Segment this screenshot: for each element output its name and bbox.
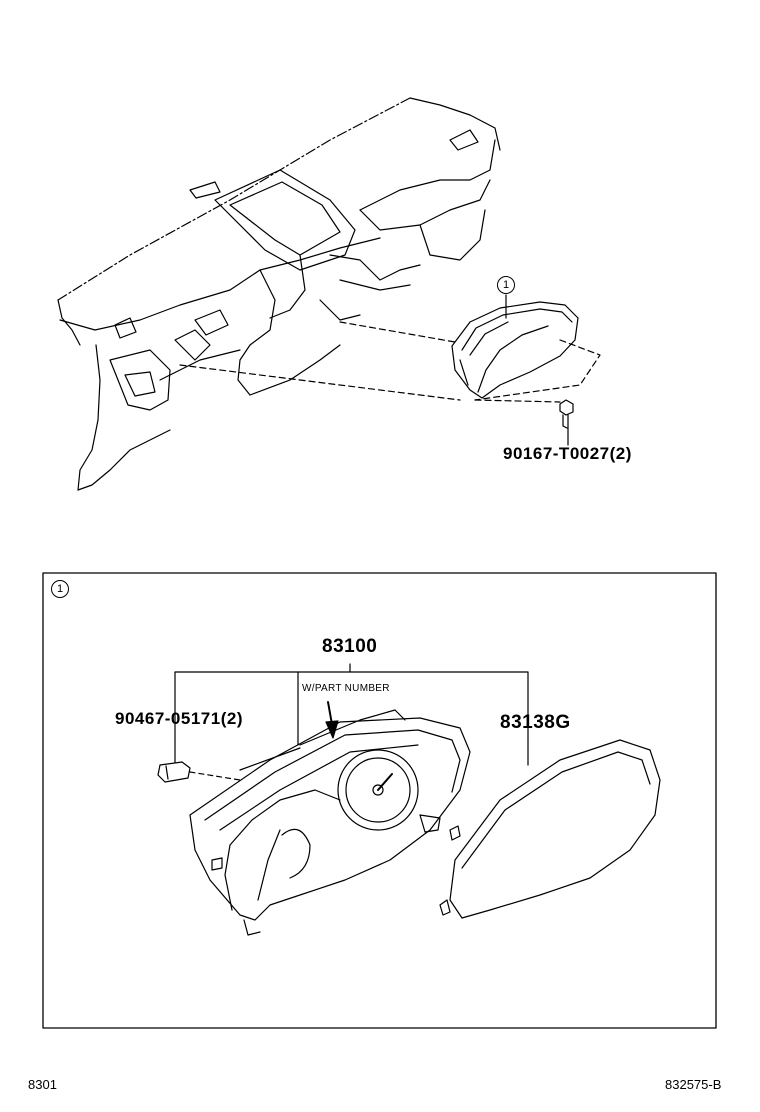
top-callout-marker: 1 xyxy=(497,276,515,294)
detail-frame xyxy=(42,572,717,1029)
box-callout-marker: 1 xyxy=(51,580,69,598)
screw-part-label: 90167-T0027(2) xyxy=(503,444,632,463)
glass-part-label: 83138G xyxy=(500,712,571,733)
glass-cover-drawing xyxy=(439,739,661,919)
screw-drawing xyxy=(559,399,574,446)
meter-assy-label: 83100 xyxy=(322,636,378,657)
assy-bracket xyxy=(174,671,529,743)
clip-part-label: 90467-05171(2) xyxy=(115,709,243,728)
meter-assembly-drawing xyxy=(189,709,471,936)
instrument-panel-drawing xyxy=(57,97,601,491)
clip-drawing xyxy=(157,739,241,783)
footer-left-code: 8301 xyxy=(28,1077,57,1092)
footer-right-code: 832575-B xyxy=(665,1077,722,1092)
part-number-note: W/PART NUMBER xyxy=(302,683,390,694)
meter-small-drawing xyxy=(451,301,579,399)
